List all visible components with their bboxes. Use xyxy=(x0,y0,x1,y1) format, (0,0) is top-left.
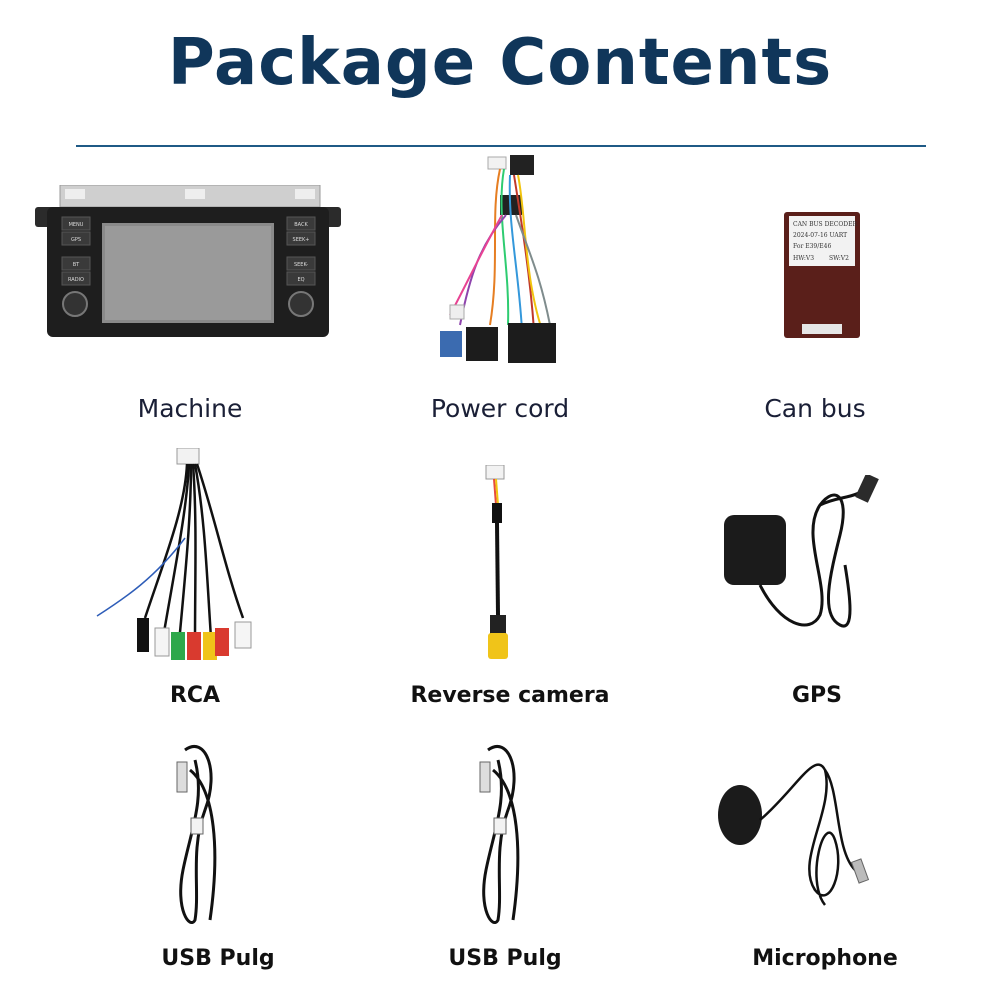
item-label-usb-plug-1: USB Pulg xyxy=(161,946,275,971)
item-label-machine: Machine xyxy=(137,394,243,423)
gps-antenna-icon xyxy=(724,475,879,628)
usb-cable-icon xyxy=(176,745,217,924)
canbus-decoder-icon: CAN BUS DECODER 2024-07-16 UART For E39/… xyxy=(784,212,860,338)
canbus-title: CAN BUS DECODER xyxy=(793,221,857,228)
reverse-camera-image xyxy=(482,465,522,670)
gps-image xyxy=(720,475,895,640)
wiring-harness-icon xyxy=(440,155,556,363)
page-title: Package Contents xyxy=(167,26,833,100)
canbus-model: For E39/E46 xyxy=(793,243,831,250)
radio-key-label: RADIO xyxy=(68,277,84,283)
canbus-image: CAN BUS DECODER 2024-07-16 UART For E39/… xyxy=(782,212,862,342)
seek-up-key-label: SEEK+ xyxy=(293,237,310,243)
eq-key-label: EQ xyxy=(297,277,304,283)
item-label-reverse-camera: Reverse camera xyxy=(410,683,610,708)
machine-image: MENU GPS BT RADIO BACK SEEK+ SEEK- EQ xyxy=(35,185,345,345)
menu-key-label: MENU xyxy=(69,222,84,228)
item-label-gps: GPS xyxy=(791,683,843,708)
rca-image xyxy=(95,448,265,663)
item-label-power-cord: Power cord xyxy=(430,394,570,423)
camera-cable-icon xyxy=(485,465,508,659)
canbus-sw: SW:V2 xyxy=(829,255,849,262)
canbus-hw: HW:V3 xyxy=(793,255,814,262)
back-key-label: BACK xyxy=(294,222,308,228)
bt-key-label: BT xyxy=(73,262,80,268)
car-stereo-icon: MENU GPS BT RADIO BACK SEEK+ SEEK- EQ xyxy=(35,185,341,337)
microphone-icon xyxy=(718,763,870,906)
item-label-can-bus: Can bus xyxy=(764,394,866,423)
usb-plug-image-1 xyxy=(165,740,235,930)
canbus-date: 2024-07-16 UART xyxy=(793,232,847,239)
gps-key-label: GPS xyxy=(71,237,81,243)
power-cord-image xyxy=(430,155,570,375)
item-label-rca: RCA xyxy=(169,683,221,708)
microphone-image xyxy=(715,750,885,915)
usb-plug-image-2 xyxy=(468,740,538,930)
rca-cable-icon xyxy=(96,448,252,660)
divider xyxy=(76,145,926,147)
seek-down-key-label: SEEK- xyxy=(294,262,308,268)
usb-cable-icon xyxy=(479,745,520,924)
item-label-microphone: Microphone xyxy=(752,946,898,971)
item-label-usb-plug-2: USB Pulg xyxy=(448,946,562,971)
